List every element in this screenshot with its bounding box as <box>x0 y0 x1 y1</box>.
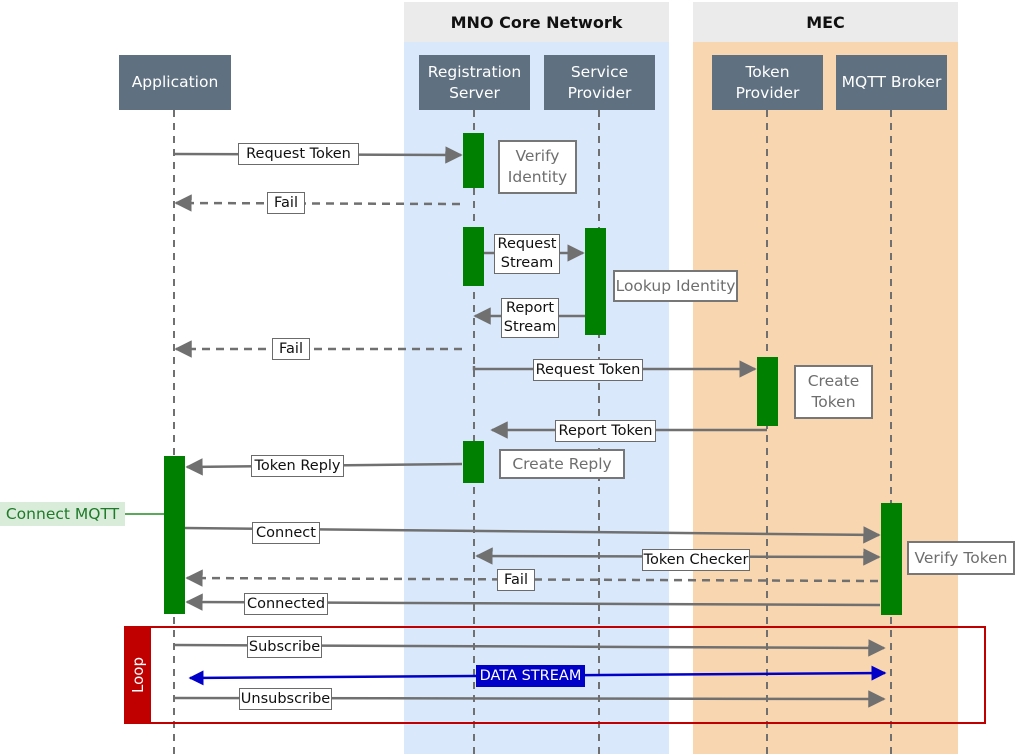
verify-identity-note: Verify Identity <box>498 140 577 194</box>
report-token-label: Report Token <box>555 420 656 442</box>
connected-label: Connected <box>244 593 328 615</box>
activation-bar <box>881 503 902 615</box>
report-stream-label: Report Stream <box>501 298 559 338</box>
activation-bar <box>757 357 778 426</box>
create-reply-note: Create Reply <box>499 449 625 479</box>
mec-header: MEC <box>693 2 958 42</box>
loop-tag <box>125 627 151 723</box>
fail-arrow <box>174 194 461 212</box>
fail-label: Fail <box>497 569 535 591</box>
loop-label: Loop <box>129 657 147 693</box>
fail-label: Fail <box>267 192 305 214</box>
activation-bar <box>463 133 484 188</box>
token-reply-label: Token Reply <box>251 455 344 477</box>
connect-label: Connect <box>252 522 320 544</box>
token-checker-label: Token Checker <box>642 549 750 571</box>
request-token-label: Request Token <box>533 359 643 381</box>
subscribe-label: Subscribe <box>247 636 322 658</box>
unsubscribe-label: Unsubscribe <box>239 688 332 710</box>
token-provider-participant: Token Provider <box>712 55 823 110</box>
application-participant: Application <box>119 55 231 110</box>
request-token-label: Request Token <box>238 143 359 165</box>
create-token-note: Create Token <box>794 365 873 419</box>
mqtt-broker-participant: MQTT Broker <box>836 55 947 110</box>
request-stream-label: Request Stream <box>494 234 560 274</box>
service-provider-participant: Service Provider <box>544 55 655 110</box>
data-stream-label: DATA STREAM <box>476 665 585 687</box>
activation-bar <box>585 228 606 335</box>
activation-bar <box>463 441 484 483</box>
registration-server-participant: Registration Server <box>419 55 530 110</box>
request-token-arrow <box>472 360 757 378</box>
verify-token-note: Verify Token <box>907 541 1015 575</box>
activation-bar <box>164 456 185 614</box>
fail-arrow <box>185 569 879 587</box>
lookup-identity-note: Lookup Identity <box>613 270 738 302</box>
connect-mqtt-note: Connect MQTT <box>0 502 125 526</box>
mno-core-network-header: MNO Core Network <box>404 2 669 42</box>
fail-label: Fail <box>272 338 310 360</box>
activation-bar <box>463 227 484 286</box>
